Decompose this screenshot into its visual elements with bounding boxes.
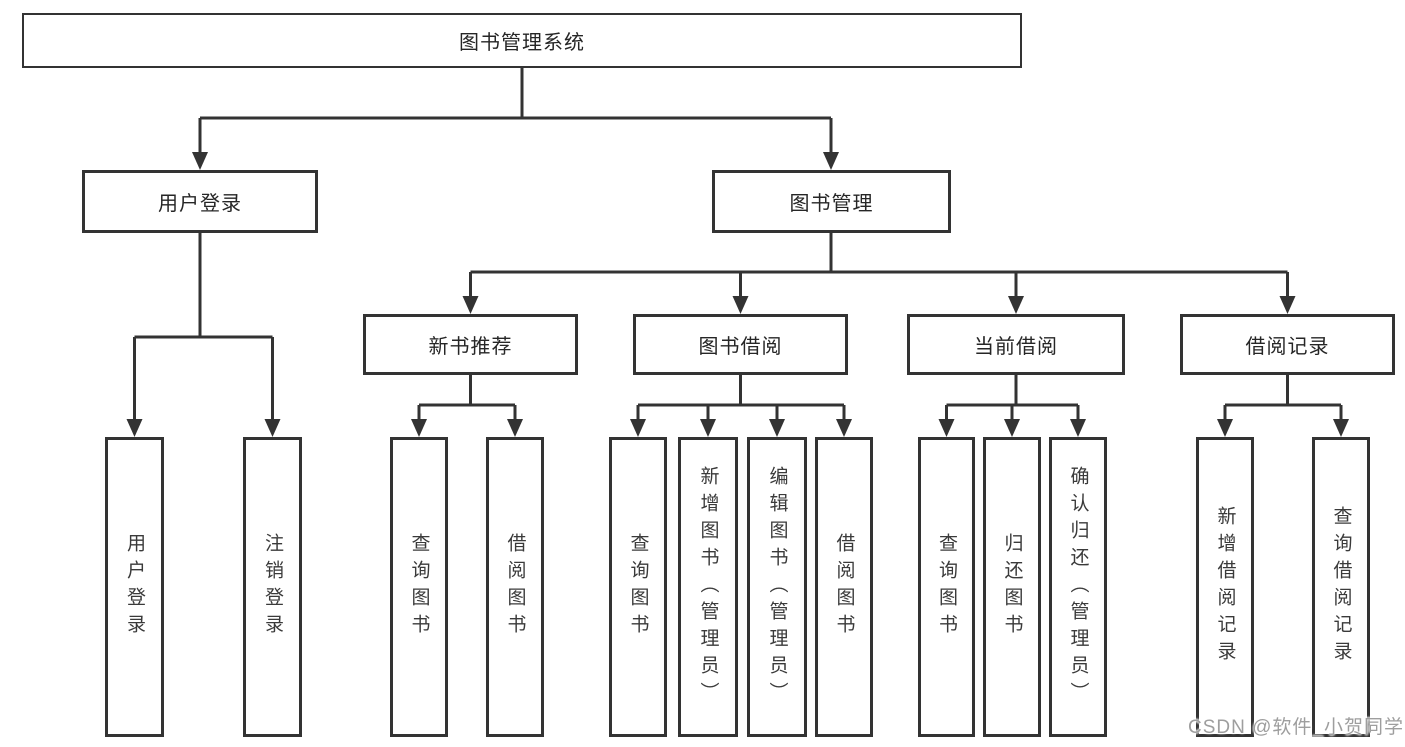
leaf-recommend-query-book: 查询图书: [390, 437, 448, 737]
leaf-current-return-book: 归还图书: [983, 437, 1041, 737]
leaf-current-query-book: 查询图书: [918, 437, 975, 737]
node-label: 新书推荐: [428, 336, 513, 358]
node-borrow-records: 借阅记录: [1180, 314, 1395, 375]
leaf-user-login: 用户登录: [105, 437, 164, 737]
leaf-label: 用户登录: [124, 533, 145, 641]
leaf-label: 查询图书: [627, 533, 649, 641]
node-label: 用户登录: [158, 193, 242, 215]
leaf-label: 确认归还（管理员）: [1067, 465, 1089, 709]
leaf-borrow-add-book-admin: 新增图书（管理员）: [678, 437, 738, 737]
leaf-label: 新增借阅记录: [1214, 506, 1236, 668]
leaf-label: 注销登录: [262, 533, 283, 641]
node-label: 图书借阅: [698, 336, 783, 358]
node-label: 借阅记录: [1245, 336, 1330, 358]
node-current-borrow: 当前借阅: [907, 314, 1125, 375]
node-book-borrow: 图书借阅: [633, 314, 848, 375]
leaf-label: 归还图书: [1001, 533, 1023, 641]
leaf-borrow-edit-book-admin: 编辑图书（管理员）: [747, 437, 807, 737]
node-new-book-recommend: 新书推荐: [363, 314, 578, 375]
leaf-label: 借阅图书: [833, 533, 855, 641]
leaf-borrow-borrow-book: 借阅图书: [815, 437, 873, 737]
node-root-label: 图书管理系统: [459, 32, 585, 54]
leaf-label: 编辑图书（管理员）: [766, 465, 788, 709]
leaf-label: 新增图书（管理员）: [697, 465, 719, 709]
node-user-login-branch: 用户登录: [82, 170, 318, 233]
leaf-label: 查询图书: [408, 533, 430, 641]
leaf-label: 查询借阅记录: [1330, 506, 1352, 668]
leaf-records-add-record: 新增借阅记录: [1196, 437, 1254, 737]
leaf-current-confirm-return-admin: 确认归还（管理员）: [1049, 437, 1107, 737]
leaf-borrow-query-book: 查询图书: [609, 437, 667, 737]
leaf-label: 借阅图书: [504, 533, 526, 641]
leaf-records-query-record: 查询借阅记录: [1312, 437, 1370, 737]
leaf-label: 查询图书: [936, 533, 957, 641]
leaf-recommend-borrow-book: 借阅图书: [486, 437, 544, 737]
node-root-system: 图书管理系统: [22, 13, 1022, 68]
node-label: 图书管理: [789, 193, 874, 215]
node-book-management-branch: 图书管理: [712, 170, 951, 233]
node-label: 当前借阅: [974, 336, 1058, 358]
csdn-watermark: CSDN @软件_小贺同学: [1188, 717, 1404, 738]
leaf-logout: 注销登录: [243, 437, 302, 737]
